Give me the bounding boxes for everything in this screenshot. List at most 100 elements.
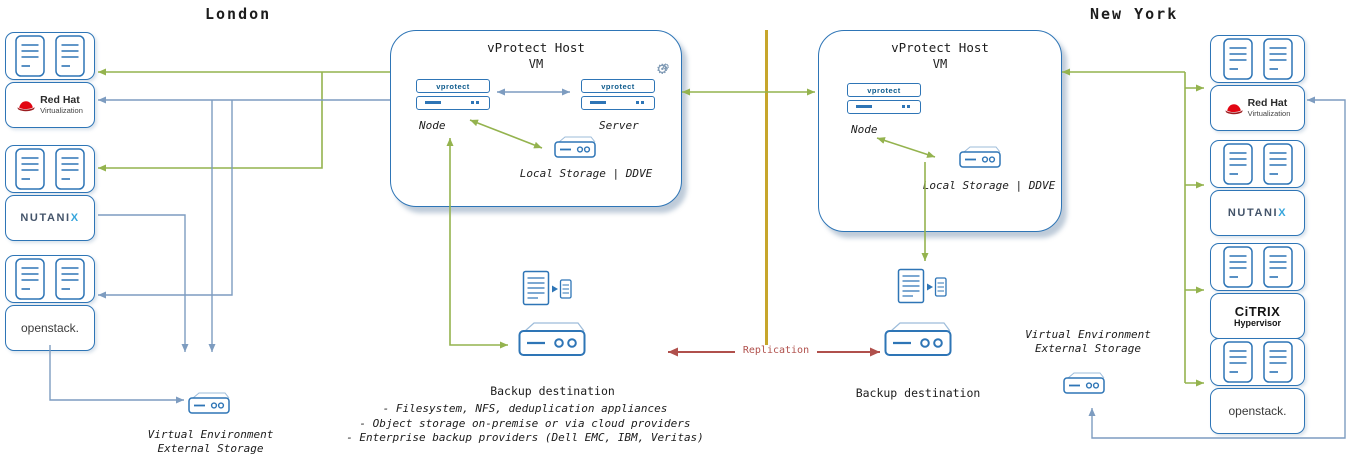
vprotect-host-box-newyork: vProtect Host VM vprotect Node Local Sto…	[818, 30, 1062, 232]
bar-slot	[590, 101, 606, 104]
hypervisor-redhat-london: Red Hat Virtualization	[5, 32, 95, 128]
nutanix-x: X	[70, 212, 80, 224]
vprotect-bar-label: vprotect	[436, 81, 470, 91]
citrix-name: CiTRIX	[1234, 303, 1281, 319]
external-storage-label: Virtual Environment External Storage	[118, 428, 303, 456]
external-storage-icon	[188, 392, 230, 414]
vprotect-bar-label: vprotect	[867, 85, 901, 95]
node-label: Node	[419, 119, 446, 132]
bar-slot	[425, 101, 441, 104]
vm-pair-box	[5, 145, 95, 193]
vprotect-bar	[581, 96, 655, 110]
arrow-to-openstack-london	[98, 100, 233, 299]
redhat-name: Red Hat	[1247, 97, 1288, 109]
vm-pair-box	[5, 255, 95, 303]
citrix-logo-box: CiTRIX Hypervisor	[1210, 293, 1305, 339]
citrix-subtitle: Hypervisor	[1233, 317, 1282, 328]
node-label: Node	[851, 123, 878, 136]
site-title-london: London	[205, 5, 272, 23]
vm-pair-box	[1210, 243, 1305, 291]
backup-destination-icon	[518, 321, 586, 357]
vprotect-node: vprotect	[847, 83, 921, 117]
redhat-name: Red Hat	[40, 94, 80, 106]
vm-pair-box	[5, 32, 95, 80]
line-nutanix-to-external-storage	[98, 214, 189, 352]
vm-pair-box	[1210, 140, 1305, 188]
backup-options-list: - Filesystem, NFS, deduplication applian…	[300, 402, 750, 446]
backup-files-icon	[522, 270, 572, 306]
redhat-subtitle: Virtualization	[40, 106, 83, 115]
vprotect-host-title: vProtect Host	[891, 40, 989, 55]
local-storage-icon	[959, 146, 1001, 168]
gear-icon: ⚙⚙	[657, 59, 669, 79]
nutanix-logo-box: NUTANIX	[1210, 190, 1305, 236]
site-title-new-york: New York	[1090, 5, 1179, 23]
redhat-logo-box: Red Hat Virtualization	[1210, 85, 1305, 131]
nutanix-logo: NUTANIX	[1228, 207, 1287, 219]
redhat-logo-box: Red Hat Virtualization	[5, 82, 95, 128]
backup-option: - Enterprise backup providers (Dell EMC,…	[346, 431, 704, 444]
backup-destination-icon	[884, 321, 952, 357]
external-storage-line1: Virtual Environment	[147, 428, 274, 441]
redhat-hat-icon	[1225, 103, 1243, 114]
external-storage-label: Virtual Environment External Storage	[1008, 328, 1168, 356]
backup-option: - Filesystem, NFS, deduplication applian…	[382, 402, 668, 415]
local-storage-icon	[554, 136, 596, 158]
hypervisor-redhat-newyork: Red Hat Virtualization	[1210, 35, 1305, 131]
hypervisor-openstack-newyork: openstack.	[1210, 338, 1305, 434]
vm-icons	[1222, 246, 1293, 288]
vprotect-bar	[416, 96, 490, 110]
redhat-logo: Red Hat Virtualization	[17, 95, 83, 115]
hypervisor-nutanix-london: NUTANIX	[5, 145, 95, 241]
hypervisor-citrix-newyork: CiTRIX Hypervisor	[1210, 243, 1305, 339]
vprotect-vm-subtitle: VM	[932, 57, 948, 71]
vprotect-bar: vprotect	[416, 79, 490, 93]
line-openstack-to-external-storage	[49, 345, 184, 404]
vprotect-bar: vprotect	[847, 83, 921, 97]
vprotect-vm-subtitle: VM	[528, 57, 544, 71]
vprotect-node: vprotect	[416, 79, 490, 113]
hypervisor-nutanix-newyork: NUTANIX	[1210, 140, 1305, 236]
vprotect-host-title: vProtect Host	[487, 40, 585, 55]
external-storage-line2: External Storage	[157, 442, 264, 455]
vm-pair-box	[1210, 338, 1305, 386]
vm-icons	[15, 148, 85, 190]
local-storage-label: Local Storage | DDVE	[922, 179, 1056, 192]
replication-label: Replication	[735, 345, 817, 356]
vprotect-bar: vprotect	[581, 79, 655, 93]
vprotect-bar-label: vprotect	[601, 81, 635, 91]
backup-destination-label: Backup destination	[855, 386, 981, 400]
openstack-logo-box: openstack.	[5, 305, 95, 351]
vm-icons	[1222, 38, 1293, 80]
local-storage-label: Local Storage | DDVE	[519, 167, 653, 180]
vm-icons	[15, 258, 85, 300]
redhat-logo: Red Hat Virtualization	[1225, 97, 1291, 118]
nutanix-name: NUTANI	[20, 212, 71, 224]
redhat-hat-icon	[17, 100, 35, 111]
backup-option: - Object storage on-premise or via cloud…	[359, 416, 691, 430]
external-storage-line1: Virtual Environment	[1025, 328, 1151, 341]
vm-icons	[1222, 143, 1293, 185]
vprotect-bar	[847, 100, 921, 114]
server-label: Server	[599, 119, 639, 132]
openstack-logo: openstack.	[1228, 404, 1287, 418]
bar-slot	[856, 105, 872, 108]
vm-icons	[1222, 341, 1293, 383]
hypervisor-openstack-london: openstack.	[5, 255, 95, 351]
vprotect-host-box-london: vProtect Host VM vprotect ⚙⚙ vprotect No…	[390, 30, 682, 207]
nutanix-name: NUTANI	[1227, 207, 1279, 219]
vm-pair-box	[1210, 35, 1305, 83]
site-divider	[765, 30, 768, 352]
backup-destination-label: Backup destination	[490, 384, 615, 398]
external-storage-line2: External Storage	[1035, 342, 1141, 355]
nutanix-logo: NUTANIX	[20, 212, 79, 224]
external-storage-icon	[1063, 372, 1105, 394]
openstack-logo: openstack.	[20, 321, 80, 335]
openstack-logo-box: openstack.	[1210, 388, 1305, 434]
arrow-vprotect-to-nutanix-london	[98, 72, 323, 172]
citrix-logo: CiTRIX Hypervisor	[1234, 305, 1281, 328]
redhat-subtitle: Virtualization	[1247, 109, 1291, 118]
nutanix-logo-box: NUTANIX	[5, 195, 95, 241]
vm-icons	[15, 35, 85, 77]
